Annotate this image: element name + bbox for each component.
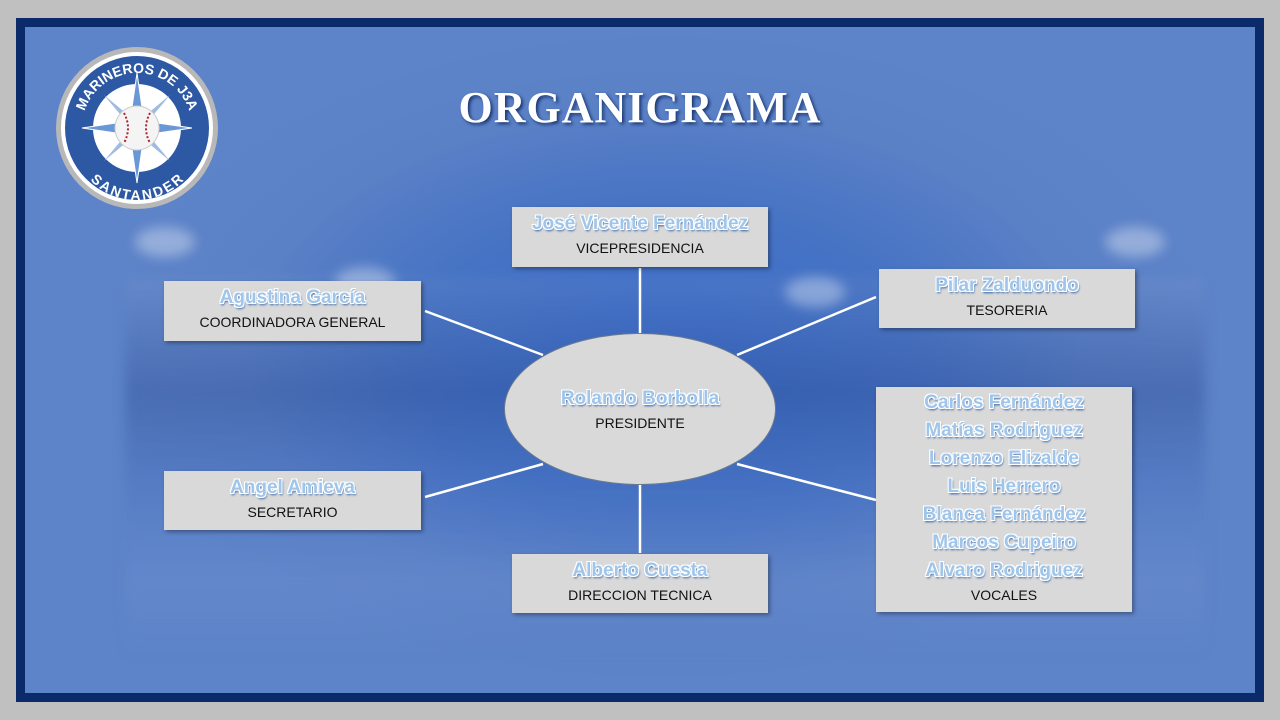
club-logo: MARINEROS DE J3A SANTANDER — [56, 47, 218, 209]
vocales-box: Carlos Fernández Matías Rodriguez Lorenz… — [876, 387, 1132, 612]
treasurer-box: Pilar Zalduondo TESORERIA — [879, 269, 1135, 328]
vocal-name: Carlos Fernández — [924, 392, 1084, 413]
technical-director-name: Alberto Cuesta — [572, 560, 708, 581]
treasurer-role: TESORERIA — [966, 302, 1048, 318]
connector-line — [424, 309, 544, 357]
coordinator-box: Agustina García COORDINADORA GENERAL — [164, 281, 421, 341]
technical-director-role: DIRECCION TECNICA — [568, 587, 712, 603]
secretary-name: Angel Amieva — [230, 477, 355, 498]
president-role: PRESIDENTE — [595, 415, 685, 431]
connector-line — [736, 462, 877, 502]
vocales-role: VOCALES — [970, 587, 1038, 603]
vicepresident-name: José Vicente Fernández — [531, 213, 749, 234]
vocal-name: Lorenzo Elizalde — [929, 448, 1079, 469]
vocal-name: Luis Herrero — [947, 476, 1061, 497]
coordinator-role: COORDINADORA GENERAL — [199, 314, 386, 330]
vocal-name: Matías Rodriguez — [925, 420, 1083, 441]
connector-line — [736, 295, 877, 357]
secretary-box: Angel Amieva SECRETARIO — [164, 471, 421, 530]
stadium-light — [1105, 227, 1165, 257]
president-name: Rolando Borbolla — [560, 388, 720, 409]
vicepresident-role: VICEPRESIDENCIA — [576, 240, 704, 256]
stadium-light — [785, 277, 845, 307]
vicepresident-box: José Vicente Fernández VICEPRESIDENCIA — [512, 207, 768, 267]
secretary-role: SECRETARIO — [247, 504, 338, 520]
president-ellipse: Rolando Borbolla PRESIDENTE — [504, 333, 776, 485]
technical-director-box: Alberto Cuesta DIRECCION TECNICA — [512, 554, 768, 613]
coordinator-name: Agustina García — [219, 287, 366, 308]
page-title: ORGANIGRAMA — [458, 83, 822, 132]
connector-line — [424, 462, 544, 499]
treasurer-name: Pilar Zalduondo — [935, 275, 1079, 296]
vocal-name: Blanca Fernández — [922, 504, 1086, 525]
vocal-name: Marcos Cupeiro — [932, 532, 1076, 553]
stadium-light — [135, 227, 195, 257]
vocal-name: Alvaro Rodriguez — [925, 560, 1083, 581]
